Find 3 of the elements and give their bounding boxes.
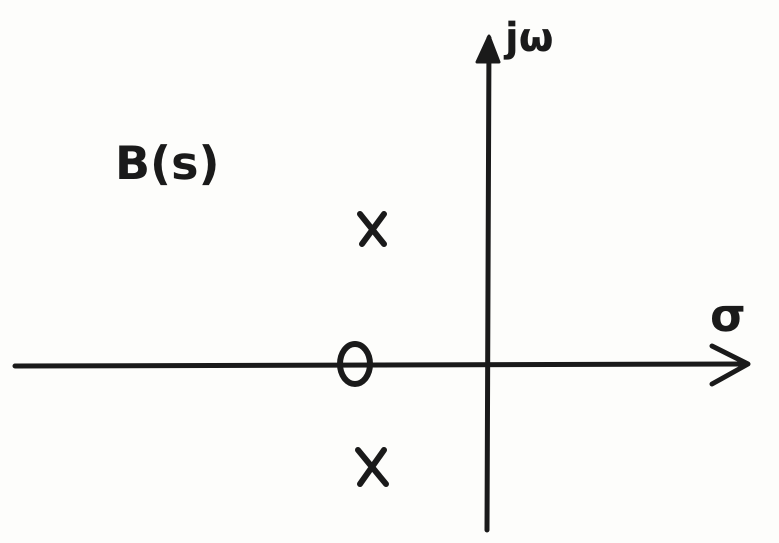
axis-label: jω: [505, 18, 554, 58]
axis-label: σ: [710, 292, 746, 338]
axis-label: B(s): [115, 140, 220, 186]
